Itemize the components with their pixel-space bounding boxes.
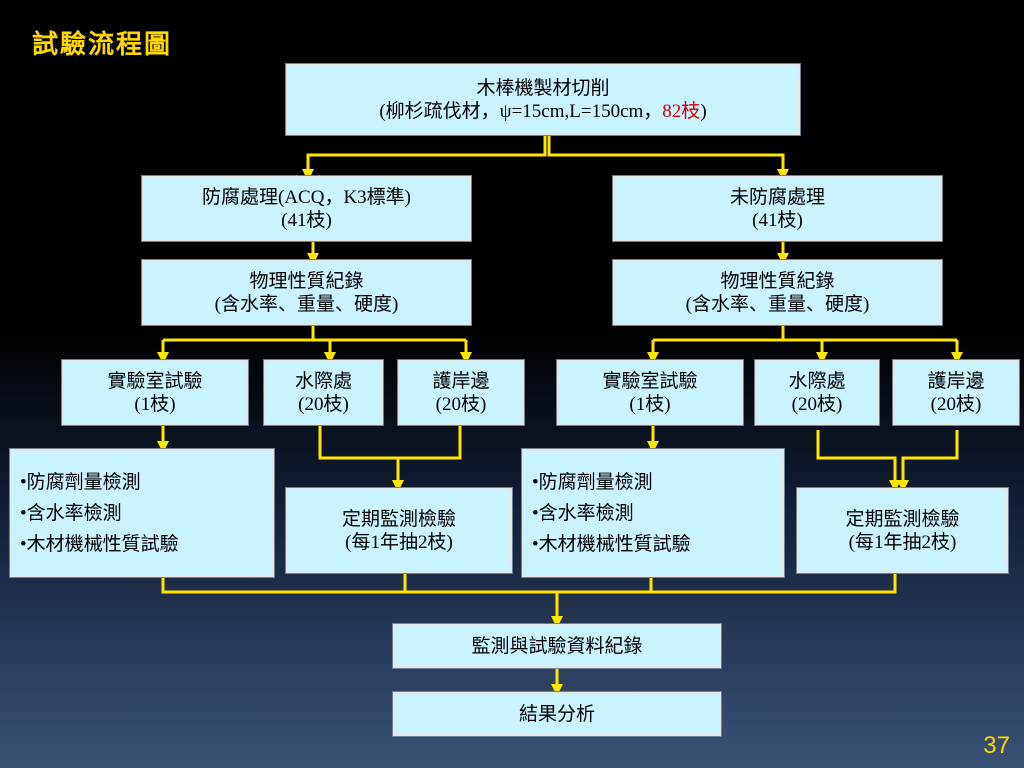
right-lab-label: 實驗室試驗	[602, 370, 698, 392]
box-result-analysis: 結果分析	[392, 691, 722, 737]
slide-title: 試驗流程圖	[32, 30, 173, 60]
wood-cutting-title: 木棒機製材切削	[476, 77, 610, 99]
right-lab-count: (1枝)	[629, 393, 671, 415]
treated-label: 防腐處理(ACQ，K3標準)	[202, 186, 411, 208]
treated-record-detail: (含水率、重量、硬度)	[214, 293, 399, 315]
left-bank-label: 護岸邊	[432, 370, 490, 392]
connector-left-monitor	[318, 423, 462, 486]
untreated-label: 未防腐處理	[729, 186, 825, 208]
connector-right-monitor-bank	[897, 430, 959, 492]
box-right-lab: 實驗室試驗 (1枝)	[556, 359, 744, 426]
left-test-item: •含水率檢測	[20, 502, 122, 524]
left-test-item: •木材機械性質試驗	[20, 533, 179, 555]
right-bank-label: 護岸邊	[927, 370, 985, 392]
right-test-item: •木材機械性質試驗	[532, 533, 691, 555]
page-number: 37	[983, 732, 1010, 759]
left-monitor-label: 定期監測檢驗	[341, 508, 456, 530]
right-bank-count: (20枝)	[930, 393, 982, 415]
box-data-record: 監測與試驗資料紀錄	[392, 623, 722, 669]
box-untreated: 未防腐處理 (41枝)	[612, 175, 943, 242]
left-monitor-detail: (每1年抽2枝)	[345, 531, 453, 553]
right-test-item: •含水率檢測	[532, 502, 634, 524]
left-lab-count: (1枝)	[134, 393, 176, 415]
connector-right-monitor-water	[816, 430, 901, 492]
connector-right-site-bus	[653, 325, 957, 342]
box-untreated-record: 物理性質紀錄 (含水率、重量、硬度)	[612, 259, 943, 326]
left-water-count: (20枝)	[298, 393, 349, 415]
left-bank-count: (20枝)	[435, 393, 487, 415]
untreated-record-detail: (含水率、重量、硬度)	[685, 293, 870, 315]
untreated-count: (41枝)	[752, 209, 803, 231]
left-lab-label: 實驗室試驗	[107, 370, 203, 392]
connector-left-site-bus	[163, 325, 466, 342]
box-left-tests: •防腐劑量檢測 •含水率檢測 •木材機械性質試驗	[9, 448, 275, 578]
count-highlight: 82枝	[662, 100, 701, 122]
box-left-monitor: 定期監測檢驗 (每1年抽2枝)	[285, 487, 513, 574]
data-record-label: 監測與試驗資料紀錄	[471, 635, 643, 657]
box-left-bank: 護岸邊 (20枝)	[397, 359, 525, 426]
left-test-item: •防腐劑量檢測	[20, 471, 141, 493]
right-water-label: 水際處	[788, 370, 846, 392]
right-monitor-detail: (每1年抽2枝)	[848, 531, 957, 553]
box-wood-cutting: 木棒機製材切削 (柳杉疏伐材，ψ=15cm,L=150cm，82枝)	[285, 63, 801, 136]
box-left-lab: 實驗室試驗 (1枝)	[61, 359, 249, 426]
right-test-item: •防腐劑量檢測	[532, 471, 653, 493]
wood-cutting-spec: (柳杉疏伐材，ψ=15cm,L=150cm，82枝)	[379, 100, 707, 122]
box-treated: 防腐處理(ACQ，K3標準) (41枝)	[141, 175, 472, 242]
box-right-tests: •防腐劑量檢測 •含水率檢測 •木材機械性質試驗	[521, 448, 785, 578]
box-left-water: 水際處 (20枝)	[263, 359, 384, 426]
connector-top-right	[547, 135, 789, 181]
treated-count: (41枝)	[281, 209, 332, 231]
connector-top-split	[302, 135, 547, 181]
box-right-monitor: 定期監測檢驗 (每1年抽2枝)	[796, 487, 1009, 574]
right-monitor-label: 定期監測檢驗	[845, 508, 960, 530]
left-water-label: 水際處	[294, 370, 352, 392]
box-right-water: 水際處 (20枝)	[754, 359, 880, 426]
result-analysis-label: 結果分析	[518, 703, 595, 725]
untreated-record-title: 物理性質紀錄	[720, 270, 835, 292]
right-water-count: (20枝)	[791, 393, 843, 415]
connector-bottom-merge	[161, 573, 897, 594]
treated-record-title: 物理性質紀錄	[249, 270, 364, 292]
box-right-bank: 護岸邊 (20枝)	[892, 359, 1020, 426]
box-treated-record: 物理性質紀錄 (含水率、重量、硬度)	[141, 259, 472, 326]
